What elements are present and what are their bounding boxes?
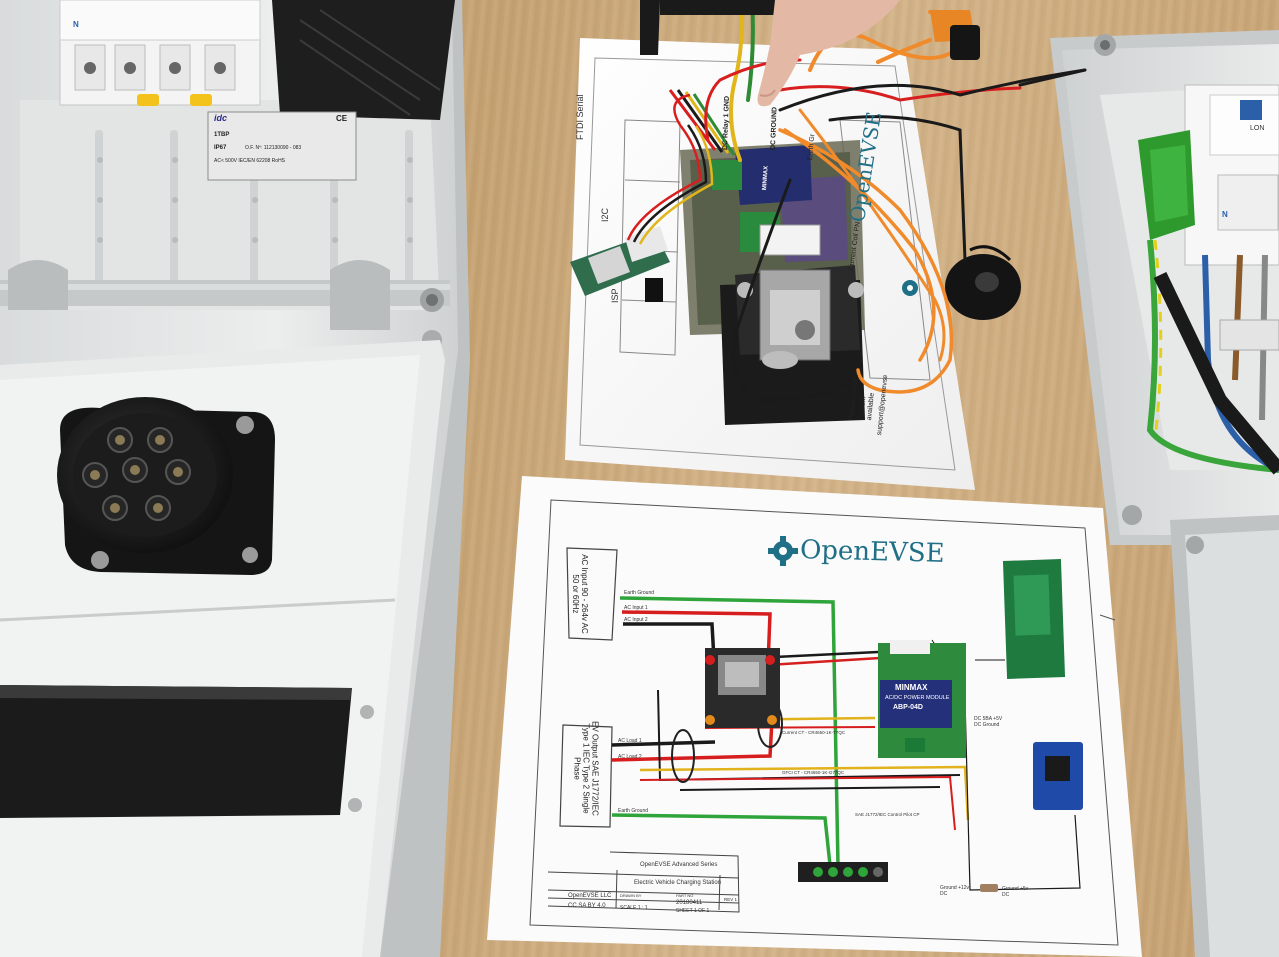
type2-socket xyxy=(57,397,275,575)
power-module-model: ABP-04D xyxy=(893,704,923,711)
enclosure-spec: AC< 500V IEC/EN 62208 RoHS xyxy=(214,158,286,164)
schematic-gear-logo xyxy=(768,536,798,566)
title-drawn-by: DRAWN BY xyxy=(620,893,642,898)
power-module-brand: MINMAX xyxy=(895,683,928,692)
title-sheet: SHEET 1 OF 1 xyxy=(676,908,710,914)
esp-board xyxy=(570,226,670,296)
isp-label: ISP xyxy=(610,288,620,303)
right-enclosure xyxy=(1050,30,1279,957)
ground-12v-label: Ground +12v DC xyxy=(940,885,970,897)
breaker-n-top: N xyxy=(73,20,79,29)
ground-5v-label: Ground +5v DC xyxy=(1002,886,1029,898)
power-relay xyxy=(720,265,865,425)
enclosure-maker: idc xyxy=(214,113,228,123)
title-scale: SCALE 1 : 1 xyxy=(620,905,648,911)
left-enclosure xyxy=(0,0,470,957)
schematic-lcd-board xyxy=(1002,559,1066,679)
earth-ground-label: Earth Ground xyxy=(624,590,655,596)
current-ct-label: Current CT - CR4650-1K-T7QC xyxy=(782,730,846,735)
loose-wires xyxy=(704,0,1087,402)
ac-load-1-label: AC Load 1 xyxy=(618,738,642,744)
current-transformer-coil xyxy=(945,245,1021,320)
dc-ground-label: DC GROUND xyxy=(770,106,779,151)
title-part-no: PART NO xyxy=(676,893,694,898)
schematic-sheet xyxy=(487,280,1142,957)
ac-input-2-label: AC Input 2 xyxy=(624,617,648,623)
ev-output-label: EV Output SAE J1772/IEC Type 1 IEC Type … xyxy=(572,721,600,816)
schematic-relay xyxy=(705,648,780,728)
enclosure-rating-label xyxy=(207,111,357,181)
enclosure-ce: CE xyxy=(336,114,348,123)
title-rev: REV 1 xyxy=(724,897,738,902)
earth-ground-lower-label: Earth Ground xyxy=(618,808,649,814)
power-module-desc: AC/DC POWER MODULE xyxy=(885,695,950,701)
title-license: CC SA BY 4.0 xyxy=(568,903,606,909)
breaker-n-right: N xyxy=(1222,210,1228,219)
pilot-label: SAE J1772/IEC Control Pilot CP xyxy=(855,812,920,817)
board-gear-logo xyxy=(902,280,918,296)
schematic-controller-board xyxy=(878,640,966,758)
gfci-ct-label: GFCI CT - CR4650-1K-G77QC xyxy=(782,770,845,775)
ac-input-label: AC Input 90 - 264v AC 50 or 60Hz xyxy=(571,554,589,634)
title-series: OpenEVSE Advanced Series xyxy=(640,862,718,868)
ac-load-2-label: AC Load 2 xyxy=(618,754,642,760)
schematic-wifi-board xyxy=(1033,742,1083,810)
dc-label: DC 5BA +5V DC Ground xyxy=(974,716,1003,728)
ground-bus-bar xyxy=(798,862,888,882)
title-name: Electric Vehicle Charging Station xyxy=(634,880,722,886)
title-company: OpenEVSE LLC xyxy=(568,893,612,899)
schematic-brand-title: OpenEVSE xyxy=(799,535,946,569)
ftdi-label: FTDI Serial xyxy=(575,94,585,140)
pointing-hand xyxy=(757,0,900,107)
ac-input-1-label: AC Input 1 xyxy=(624,605,648,611)
breaker-lon: LON xyxy=(1250,125,1265,132)
din-breakers-left xyxy=(59,0,261,106)
enclosure-model: 1TBP xyxy=(214,132,230,138)
title-date: 20180411 xyxy=(676,900,703,906)
enclosure-ip: IP67 xyxy=(214,145,227,151)
i2c-label: I2C xyxy=(600,207,610,222)
board-layout-sheet xyxy=(565,38,975,490)
enclosure-serial: O.F. Nº: 112130090 - 083 xyxy=(245,145,302,151)
